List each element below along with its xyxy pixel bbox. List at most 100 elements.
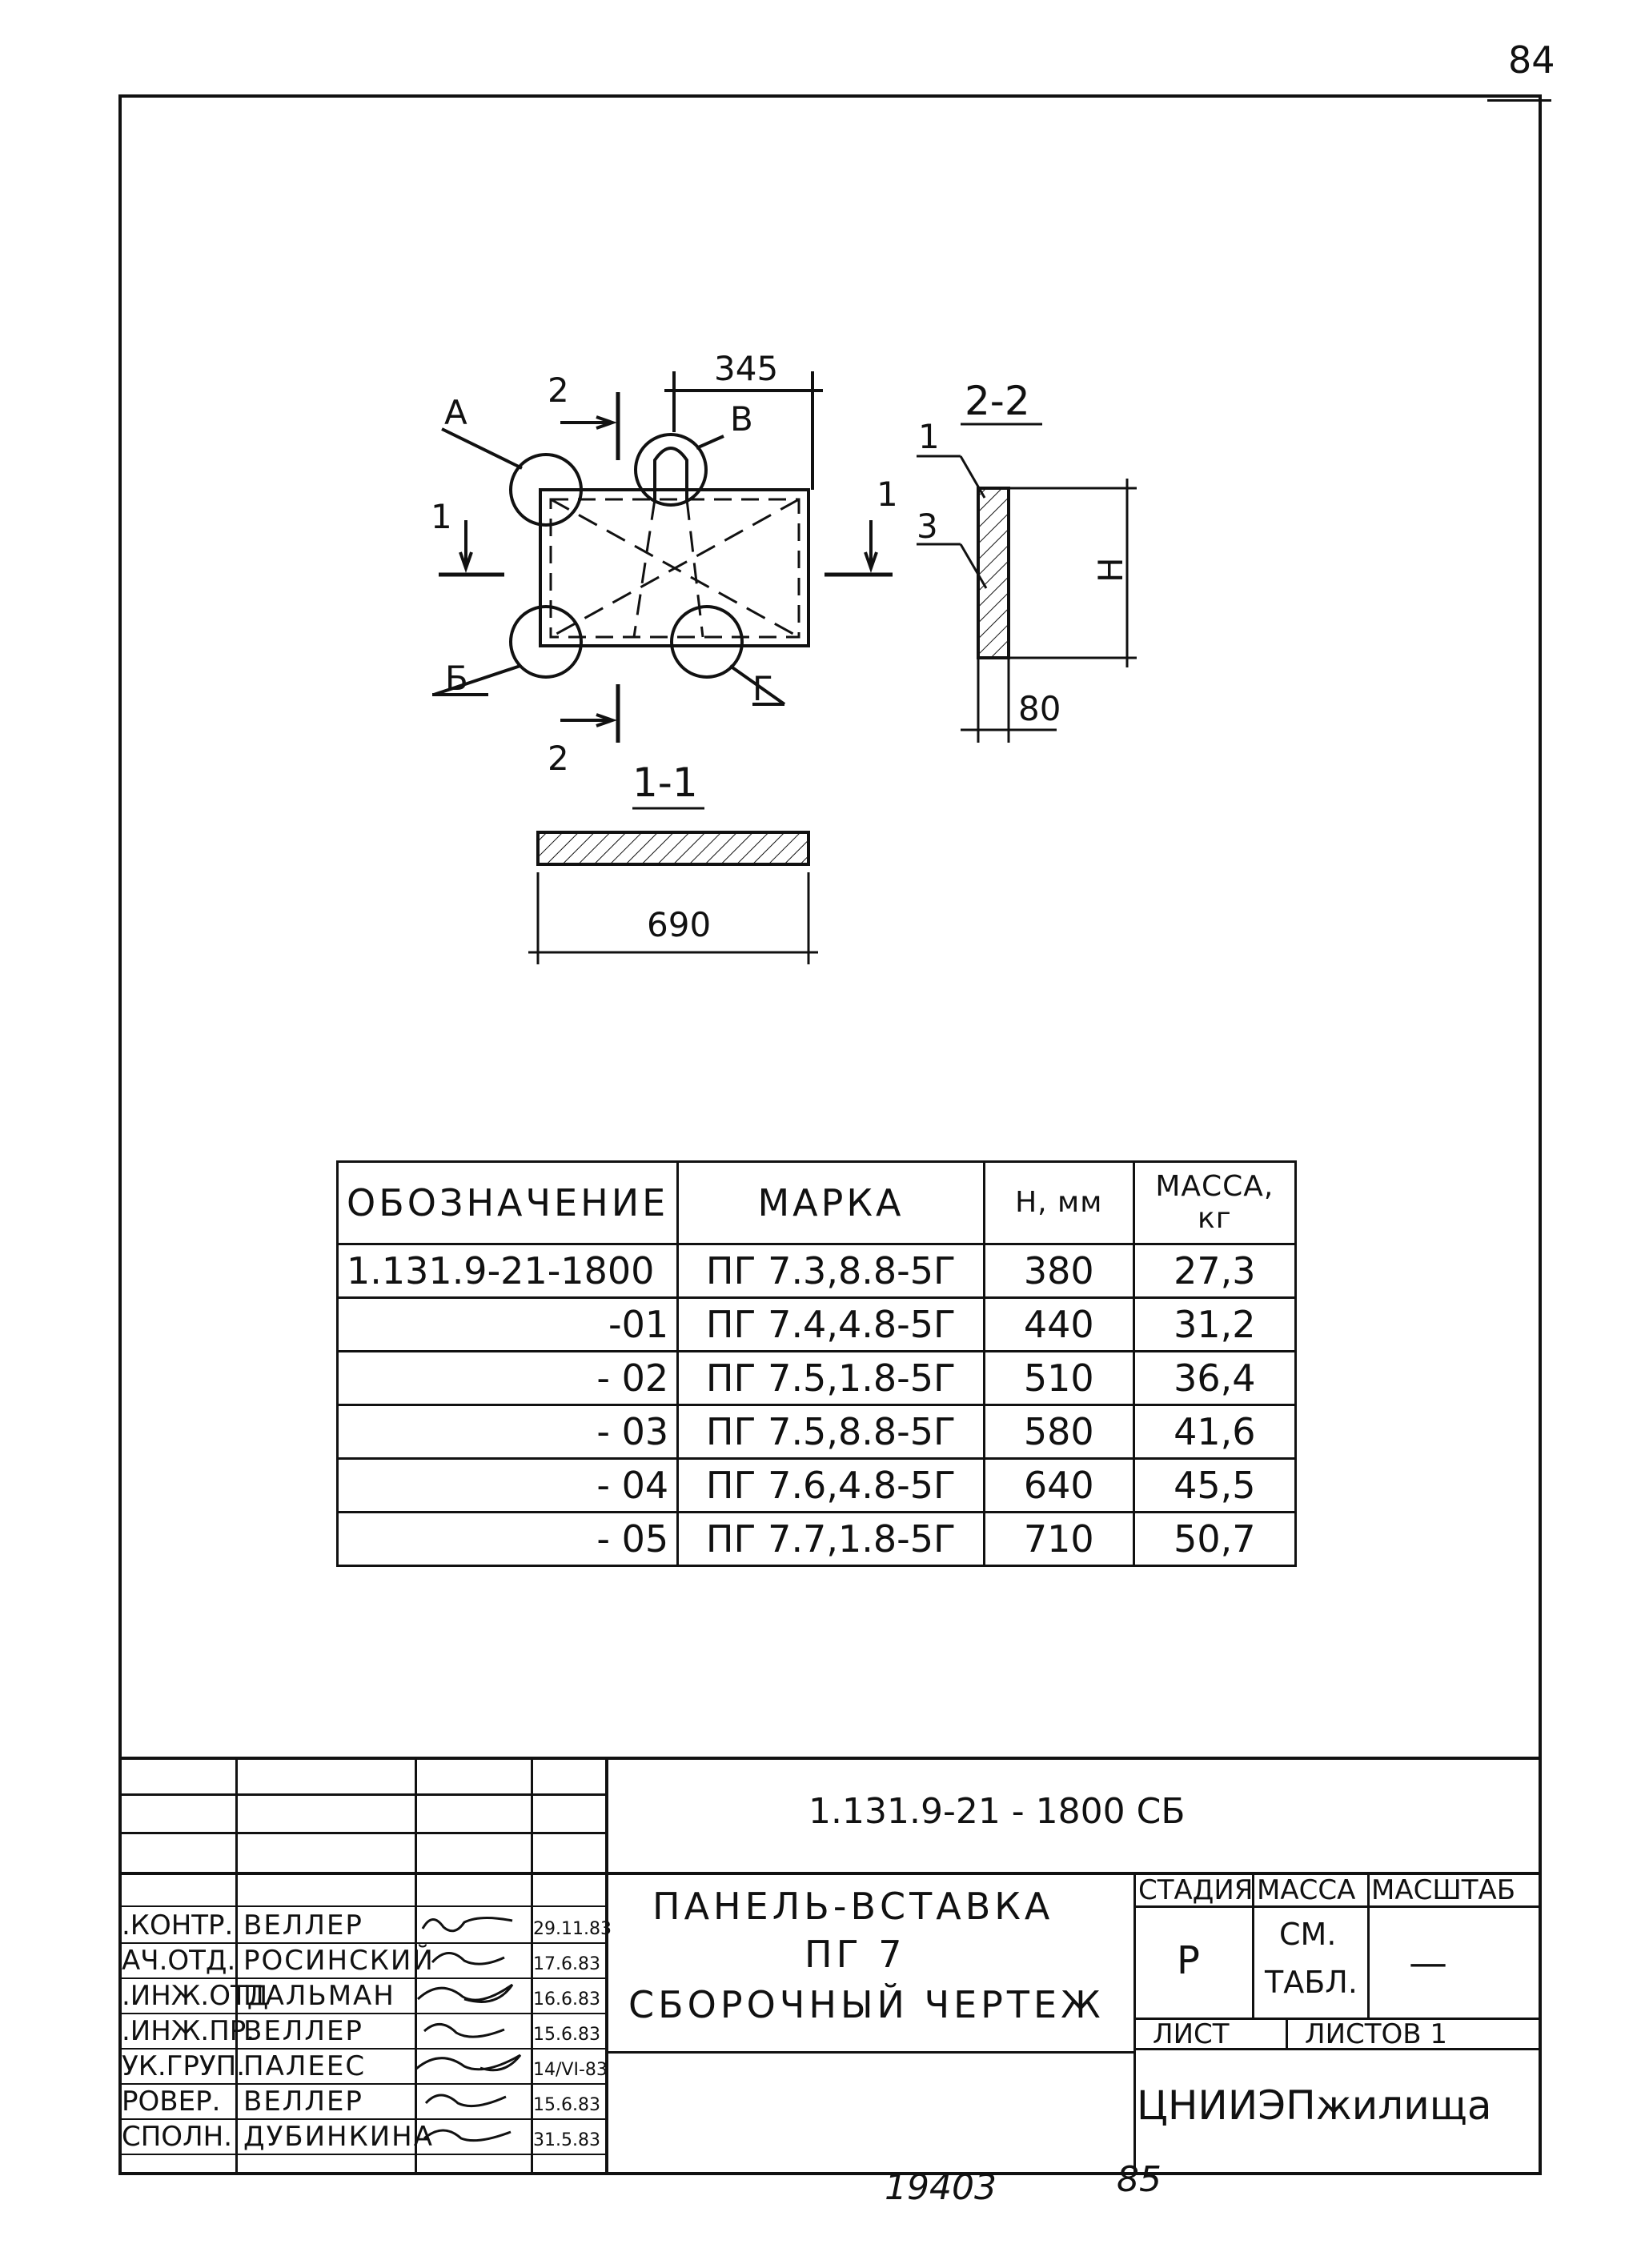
cell-mark: ПГ 7.4,4.8-5Г	[676, 1296, 985, 1352]
cell-h: 380	[982, 1243, 1135, 1299]
table-row: 1.131.9-21-1800 ПГ 7.3,8.8-5Г 380 27,3	[335, 1243, 1298, 1299]
title-block	[118, 1757, 1542, 2175]
cell-mass: 36,4	[1132, 1350, 1298, 1406]
stage-label: СТАДИЯ	[1138, 1874, 1254, 1906]
mass-label: МАССА	[1257, 1874, 1356, 1906]
header-mass: МАССА, кг	[1132, 1160, 1298, 1245]
cell-designation: - 03	[335, 1404, 680, 1460]
sig-role: .ИНЖ.ПР.	[122, 2015, 255, 2047]
sig-name: РОСИНСКИЙ	[243, 1945, 435, 1977]
cell-mass: 27,3	[1132, 1243, 1298, 1299]
callout-circle-g	[670, 605, 744, 679]
cut-1-left: 1	[431, 497, 452, 536]
specification-table: ОБОЗНАЧЕНИЕ МАРКА H, мм МАССА, кг 1.131.…	[335, 1160, 1298, 1567]
section-2-2-view	[977, 487, 1010, 659]
header-designation: ОБОЗНАЧЕНИЕ	[335, 1160, 680, 1245]
sig-date: 29.11.83	[533, 1919, 612, 1939]
sig-date: 15.6.83	[533, 2095, 600, 2115]
header-mark: МАРКА	[676, 1160, 985, 1245]
title-line-2: ПГ 7	[804, 1933, 906, 1976]
inventory-number: 19403	[885, 2167, 997, 2208]
section-1-1-view	[536, 831, 810, 866]
callout-b-label: Б	[445, 659, 468, 698]
cell-mass: 50,7	[1132, 1511, 1298, 1567]
cell-designation: - 04	[335, 1457, 680, 1513]
cell-mark: ПГ 7.6,4.8-5Г	[676, 1457, 985, 1513]
cell-designation: -01	[335, 1296, 680, 1352]
table-row: - 04 ПГ 7.6,4.8-5Г 640 45,5	[335, 1457, 1298, 1513]
header-h: H, мм	[982, 1160, 1135, 1245]
callout-a-label: А	[444, 393, 467, 432]
cell-mark: ПГ 7.7,1.8-5Г	[676, 1511, 985, 1567]
title-line-1: ПАНЕЛЬ-ВСТАВКА	[652, 1885, 1054, 1928]
table-row: - 03 ПГ 7.5,8.8-5Г 580 41,6	[335, 1404, 1298, 1460]
panel-front-view	[539, 488, 810, 647]
cell-h: 580	[982, 1404, 1135, 1460]
sig-name: ПАЛЬМАН	[243, 1980, 395, 2012]
assembly-drawing: 345 А В Б Г 2 2 1 1 2-2 1 3 80 H 1-1 690	[431, 349, 1137, 964]
dim-690: 690	[647, 905, 711, 944]
sig-date: 31.5.83	[533, 2130, 600, 2150]
handwritten-signatures	[416, 1917, 522, 2142]
callout-circle-a	[509, 453, 583, 527]
cell-h: 640	[982, 1457, 1135, 1513]
sig-role: .КОНТР.	[122, 1909, 234, 1941]
callout-g-label: Г	[752, 669, 773, 708]
scale-label: МАСШТАБ	[1371, 1874, 1516, 1906]
callout-circle-b	[509, 605, 583, 679]
section-1-1-title: 1-1	[632, 759, 698, 806]
leader-1: 1	[918, 417, 940, 456]
cell-mass: 41,6	[1132, 1404, 1298, 1460]
stage-value: Р	[1177, 1938, 1200, 1983]
sheets-label: ЛИСТОВ 1	[1305, 2018, 1448, 2050]
section-2-2-title: 2-2	[965, 378, 1030, 424]
sig-role: РОВЕР.	[122, 2086, 221, 2118]
dim-345: 345	[714, 349, 778, 388]
sheet-number: 85	[1117, 2159, 1162, 2200]
sig-name: ВЕЛЛЕР	[243, 2086, 363, 2118]
table-row: - 02 ПГ 7.5,1.8-5Г 510 36,4	[335, 1350, 1298, 1406]
callout-v-label: В	[730, 399, 753, 439]
mass-value-2: ТАБЛ.	[1265, 1965, 1358, 2000]
cell-designation: - 02	[335, 1350, 680, 1406]
sheet-label: ЛИСТ	[1153, 2018, 1230, 2050]
cell-mass: 31,2	[1132, 1296, 1298, 1352]
sig-role: УК.ГРУП.	[122, 2050, 245, 2082]
lifting-loop	[653, 447, 688, 500]
sig-role: .ИНЖ.ОТД	[122, 1980, 269, 2012]
callout-circle-v	[634, 433, 708, 507]
cell-mark: ПГ 7.5,8.8-5Г	[676, 1404, 985, 1460]
sig-name: ВЕЛЛЕР	[243, 2015, 363, 2047]
table-row: -01 ПГ 7.4,4.8-5Г 440 31,2	[335, 1296, 1298, 1352]
cell-mark: ПГ 7.3,8.8-5Г	[676, 1243, 985, 1299]
sig-date: 17.6.83	[533, 1954, 600, 1974]
cut-1-right: 1	[877, 475, 898, 514]
cell-h: 440	[982, 1296, 1135, 1352]
sig-name: ДУБИНКИНА	[243, 2121, 435, 2153]
scale-value: —	[1409, 1941, 1447, 1986]
document-code: 1.131.9-21 - 1800 СБ	[808, 1791, 1186, 1832]
title-line-3: СБОРОЧНЫЙ ЧЕРТЕЖ	[628, 1983, 1105, 2026]
sig-date: 16.6.83	[533, 1990, 600, 2010]
cell-mark: ПГ 7.5,1.8-5Г	[676, 1350, 985, 1406]
mass-value-1: СМ.	[1279, 1917, 1337, 1952]
dim-h: H	[1091, 557, 1130, 583]
sig-name: ВЕЛЛЕР	[243, 1909, 363, 1941]
sig-role: СПОЛН.	[122, 2121, 233, 2153]
sig-name: ПАЛЕЕС	[243, 2050, 367, 2082]
sig-role: АЧ.ОТД.	[122, 1945, 236, 1977]
cell-designation: - 05	[335, 1511, 680, 1567]
dim-80: 80	[1018, 689, 1061, 728]
page-number: 84	[1508, 38, 1555, 82]
cut-2-top: 2	[548, 371, 569, 410]
sig-date: 15.6.83	[533, 2025, 600, 2045]
cut-2-bottom: 2	[548, 739, 569, 778]
organization-name: ЦНИИЭПжилища	[1137, 2082, 1492, 2129]
leader-3: 3	[917, 507, 938, 546]
sig-date: 14/VI-83	[533, 2060, 608, 2080]
cell-designation: 1.131.9-21-1800	[335, 1243, 680, 1299]
page-number-rule	[1487, 99, 1551, 102]
cell-h: 710	[982, 1511, 1135, 1567]
cell-h: 510	[982, 1350, 1135, 1406]
table-row: - 05 ПГ 7.7,1.8-5Г 710 50,7	[335, 1511, 1298, 1567]
